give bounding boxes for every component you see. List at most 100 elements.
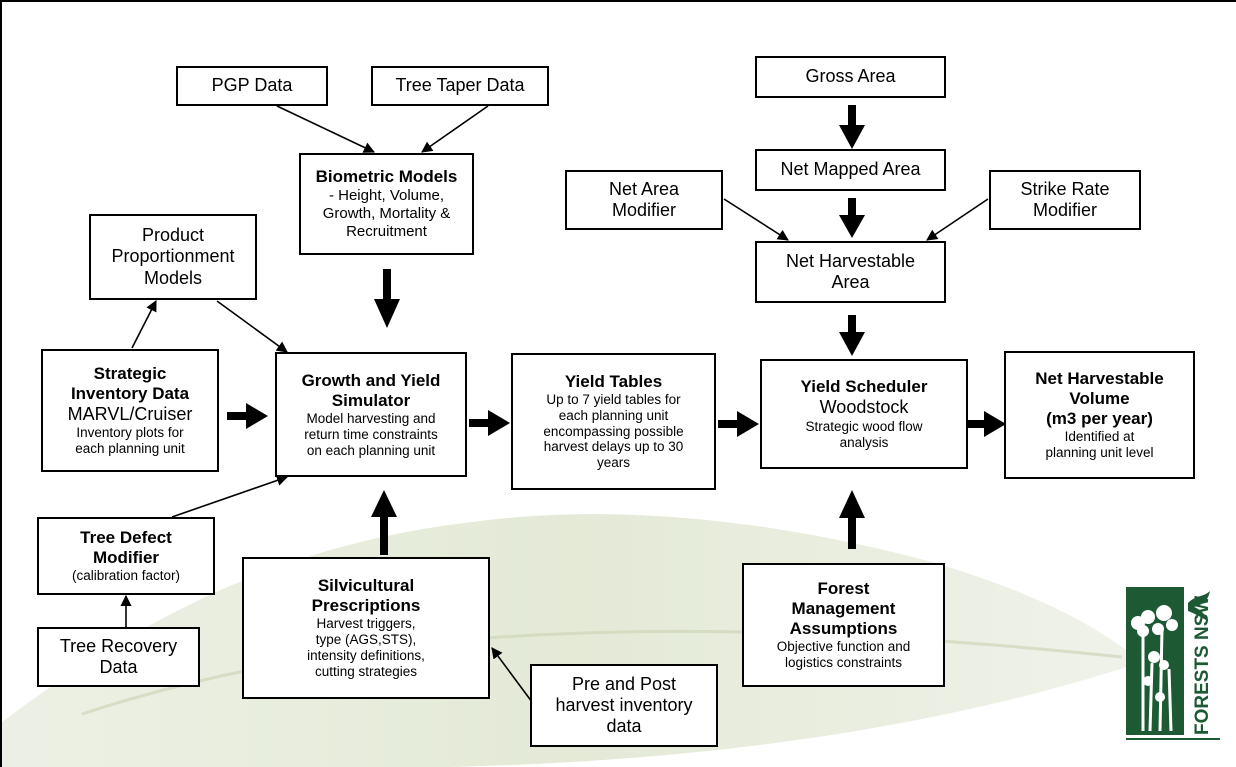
pre-post-harvest-line: harvest inventory [555, 694, 693, 715]
gross-area-label: Gross Area [805, 66, 896, 87]
tree-defect-title: Modifier [92, 548, 160, 568]
forest-management-title: Management [791, 599, 896, 619]
yield-scheduler-subtitle: Woodstock [819, 397, 909, 418]
block-arrow-forest-to-scheduler [839, 490, 865, 549]
volume-line: planning unit level [1045, 445, 1154, 461]
tree-defect-line: (calibration factor) [71, 568, 181, 584]
pre-post-harvest-line: data [606, 716, 642, 737]
forest-management-line: logistics constraints [784, 655, 903, 671]
block-arrow-gross-to-netmapped [839, 105, 865, 149]
strategic-inventory-subtitle: MARVL/Cruiser [67, 404, 193, 424]
yield-scheduler-line: analysis [839, 434, 889, 450]
node-yield-tables: Yield Tables Up to 7 yield tables for ea… [511, 353, 716, 490]
volume-title: Volume [1069, 389, 1130, 409]
product-proportionment-line: Proportionment [111, 246, 235, 267]
node-tree-taper-data: Tree Taper Data [371, 66, 549, 106]
node-strike-rate-modifier: Strike Rate Modifier [989, 170, 1141, 230]
product-proportionment-line: Models [143, 267, 203, 288]
strategic-inventory-line: Inventory plots for [76, 425, 184, 441]
block-arrow-simulator-to-yieldtables [469, 410, 510, 436]
strategic-inventory-title: Inventory Data [70, 383, 190, 403]
arrow-strike-to-harvestable [926, 198, 989, 241]
tree-defect-title: Tree Defect [80, 527, 172, 547]
yield-tables-line: Up to 7 yield tables for [546, 391, 681, 407]
node-gross-area: Gross Area [755, 56, 946, 98]
block-arrow-netmapped-to-harvestable [839, 198, 865, 238]
node-net-harvestable-area: Net Harvestable Area [755, 241, 946, 303]
block-arrow-biometric-to-simulator [374, 269, 400, 328]
node-pre-post-harvest: Pre and Post harvest inventory data [530, 664, 718, 747]
yield-tables-line: encompassing possible [543, 423, 684, 439]
arrow-taper-to-biometric [421, 105, 489, 153]
product-proportionment-line: Product [141, 225, 205, 246]
node-strategic-inventory: Strategic Inventory Data MARVL/Cruiser I… [41, 349, 219, 472]
pgp-data-label: PGP Data [211, 75, 293, 96]
tree-recovery-line: Data [99, 657, 138, 677]
node-net-area-modifier: Net Area Modifier [565, 170, 723, 230]
strategic-inventory-line: each planning unit [75, 441, 185, 457]
tree-recovery-line: Tree Recovery [59, 635, 178, 656]
arrow-defect-to-simulator [171, 475, 289, 518]
yield-tables-line: each planning unit [558, 407, 669, 423]
node-net-harvestable-volume: Net Harvestable Volume (m3 per year) Ide… [1004, 351, 1195, 479]
arrow-strategic-to-product [131, 300, 157, 349]
yield-tables-line: harvest delays up to 30 [543, 439, 684, 455]
block-arrow-scheduler-to-volume [967, 411, 1006, 437]
yield-scheduler-title: Yield Scheduler [800, 377, 928, 397]
silvicultural-title: Silvicultural [317, 576, 415, 596]
forest-management-title: Forest [817, 579, 870, 598]
node-biometric-models: Biometric Models - Height, Volume, Growt… [299, 153, 474, 255]
node-pgp-data: PGP Data [176, 66, 328, 106]
forest-management-line: Objective function and [776, 639, 911, 655]
silvicultural-line: Harvest triggers, [316, 616, 416, 632]
volume-title: Net Harvestable [1035, 369, 1164, 388]
logo-text: FORESTS NSW [1192, 596, 1213, 735]
net-harvestable-area-line: Area [831, 272, 870, 292]
block-arrow-silvicultural-to-simulator [371, 490, 397, 555]
tree-taper-data-label: Tree Taper Data [395, 75, 525, 96]
yield-tables-title: Yield Tables [564, 371, 663, 391]
strategic-inventory-title: Strategic [93, 363, 167, 383]
silvicultural-title: Prescriptions [311, 596, 421, 616]
forest-management-title: Assumptions [789, 619, 898, 639]
strike-rate-modifier-line: Strike Rate [1020, 178, 1110, 199]
block-arrow-yieldtables-to-scheduler [718, 411, 759, 437]
pre-post-harvest-line: Pre and Post [571, 673, 677, 694]
silvicultural-line: type (AGS,STS), [315, 632, 417, 648]
forests-nsw-logo: FORESTS NSW [1126, 587, 1220, 740]
volume-line: Identified at [1064, 429, 1135, 445]
arrow-product-to-simulator [216, 300, 288, 353]
simulator-line: on each planning unit [306, 442, 436, 458]
biometric-models-line: Recruitment [346, 222, 427, 240]
volume-title: (m3 per year) [1046, 409, 1153, 429]
silvicultural-line: intensity definitions, [307, 648, 425, 664]
arrow-pgp-to-biometric [276, 105, 376, 153]
simulator-line: Model harvesting and [306, 410, 436, 426]
block-arrow-harvestable-to-scheduler [839, 315, 865, 356]
net-harvestable-area-line: Net Harvestable [785, 250, 916, 271]
node-net-mapped-area: Net Mapped Area [755, 149, 946, 191]
node-growth-yield-simulator: Growth and Yield Simulator Model harvest… [275, 352, 467, 477]
net-mapped-area-label: Net Mapped Area [780, 159, 921, 180]
node-yield-scheduler: Yield Scheduler Woodstock Strategic wood… [760, 359, 968, 469]
silvicultural-line: cutting strategies [314, 663, 418, 679]
biometric-models-line: - Height, Volume, [328, 187, 445, 205]
yield-scheduler-line: Strategic wood flow [805, 418, 923, 434]
net-area-modifier-line: Modifier [611, 200, 677, 220]
simulator-line: return time constraints [304, 426, 438, 442]
simulator-title: Simulator [331, 390, 411, 410]
arrow-netarea-to-harvestable [723, 198, 789, 241]
node-forest-management: Forest Management Assumptions Objective … [742, 563, 945, 687]
node-tree-defect-modifier: Tree Defect Modifier (calibration factor… [37, 517, 215, 595]
block-arrow-strategic-to-simulator [227, 403, 268, 429]
yield-tables-line: years [596, 455, 630, 471]
node-tree-recovery-data: Tree Recovery Data [37, 627, 200, 687]
node-silvicultural-prescriptions: Silvicultural Prescriptions Harvest trig… [242, 557, 490, 699]
biometric-models-title: Biometric Models [315, 167, 458, 187]
strike-rate-modifier-line: Modifier [1032, 200, 1098, 220]
simulator-title: Growth and Yield [301, 370, 441, 390]
biometric-models-line: Growth, Mortality & [322, 205, 451, 223]
node-product-proportionment: Product Proportionment Models [89, 214, 257, 300]
